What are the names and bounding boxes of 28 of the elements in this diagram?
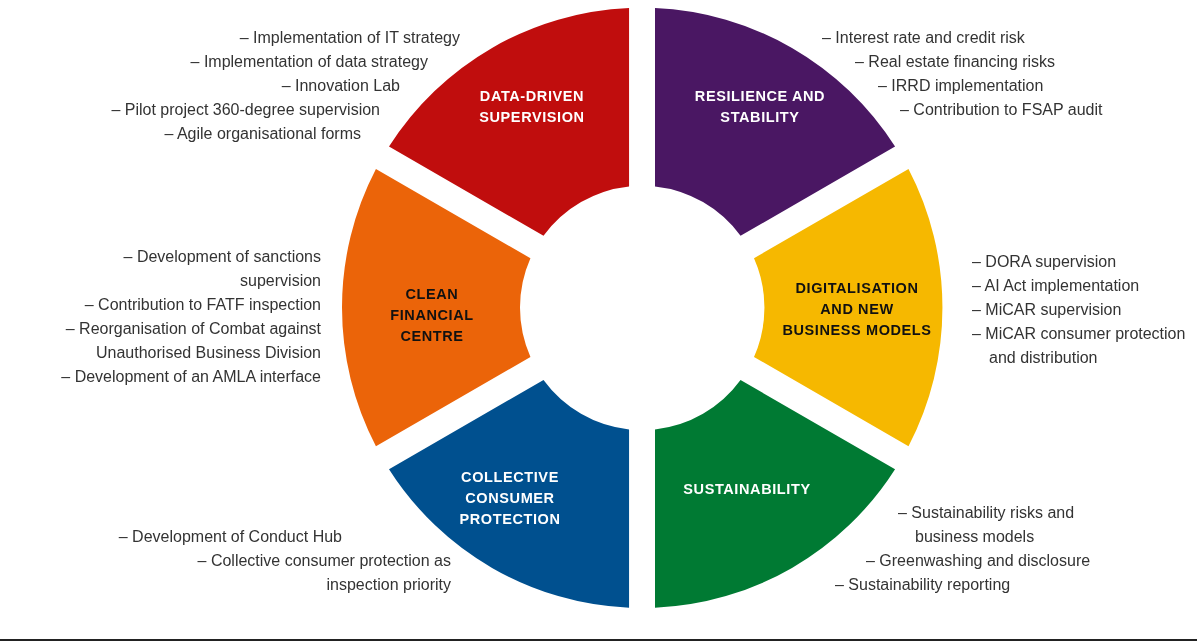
- list-item: – IRRD implementation: [878, 76, 1045, 96]
- list-item: – Innovation Lab: [280, 76, 400, 96]
- list-item: – Sustainability reporting: [835, 575, 1012, 595]
- segment-label: COLLECTIVE CONSUMER PROTECTION: [458, 467, 562, 529]
- segment-label: RESILIENCE AND STABILITY: [693, 87, 827, 127]
- list-item: – Development of sanctions supervision: [122, 247, 321, 291]
- list-item: – DORA supervision: [972, 252, 1118, 272]
- list-item: – Reorganisation of Combat against Unauthorised Business Division: [64, 319, 321, 363]
- list-item: – Real estate financing risks: [855, 52, 1057, 72]
- list-item: – Greenwashing and disclosure: [866, 551, 1092, 571]
- segment-label: DATA-DRIVEN SUPERVISION: [478, 87, 586, 127]
- list-item: – Implementation of data strategy: [189, 52, 428, 72]
- list-item: – Collective consumer protection as inspection priority: [196, 551, 451, 595]
- list-item: – Development of Conduct Hub: [117, 527, 342, 547]
- list-item: – AI Act implementation: [972, 276, 1141, 296]
- list-item: – Interest rate and credit risk: [822, 28, 1026, 48]
- list-item: – MiCAR supervision: [972, 300, 1123, 320]
- segment-label: SUSTAINABILITY: [682, 479, 812, 499]
- list-item: – Implementation of IT strategy: [238, 28, 460, 48]
- list-item: – Pilot project 360-degree supervision: [110, 100, 380, 120]
- list-item: – Development of an AMLA interface: [60, 367, 321, 387]
- list-item: – Contribution to FSAP audit: [900, 100, 1104, 120]
- segment-label: CLEAN FINANCIAL CENTRE: [389, 284, 475, 346]
- list-item: – MiCAR consumer protection and distribution: [972, 324, 1187, 368]
- list-item: – Contribution to FATF inspection: [83, 295, 321, 315]
- segment-label: DIGITALISATION AND NEW BUSINESS MODELS: [782, 278, 932, 340]
- list-item: – Sustainability risks and business models: [898, 503, 1076, 547]
- list-item: – Agile organisational forms: [163, 124, 361, 144]
